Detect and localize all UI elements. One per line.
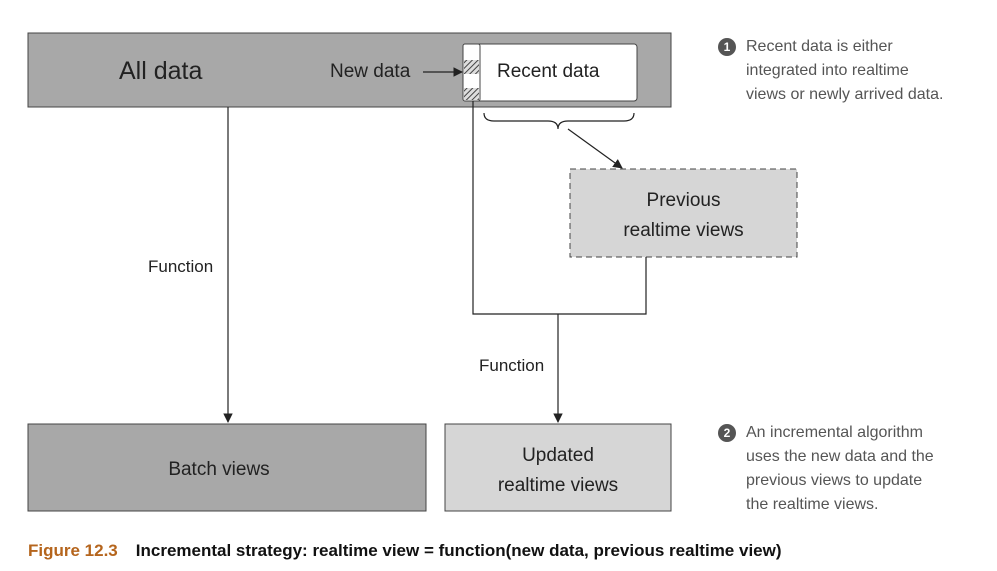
previous-realtime-views-line-1: Previous [646,190,721,211]
updated-realtime-views-line-1: Updated [522,445,594,466]
note-1-number-badge: 1 [718,38,736,56]
updated-realtime-views-label: Updated realtime views [445,441,671,501]
note-2-line-2: uses the new data and the [746,448,934,465]
function-realtime-label: Function [479,356,545,375]
note-1-line-1: Recent data is either [746,38,893,55]
all-data-label: All data [119,57,203,85]
batch-views-box [27,423,427,512]
updated-realtime-views-line-2: realtime views [497,475,619,496]
note-2-line-1: An incremental algorithm [746,424,923,441]
note-2: 2 An incremental algorithm uses the new … [718,421,988,521]
previous-realtime-views-line-2: realtime views [623,220,744,241]
previous-realtime-views-box [569,168,798,258]
brace-to-previous-arrow [567,128,623,169]
note-1-line-2: integrated into realtime [746,62,909,79]
batch-views-label: Batch views [168,459,270,480]
realtime-connector [472,101,647,315]
updated-realtime-views-box [444,423,672,512]
recent-data-hatch-top [464,60,479,74]
figure-caption: Figure 12.3 Incremental strategy: realtim… [28,541,782,561]
note-2-line-4: the realtime views. [746,496,879,513]
note-1-line-3: views or newly arrived data. [746,86,944,103]
function-batch-label: Function [148,257,214,276]
recent-data-label: Recent data [497,61,600,82]
previous-realtime-views-label: Previous realtime views [570,186,797,246]
caption-figure-number: Figure 12.3 [28,541,118,560]
note-2-number-badge: 2 [718,424,736,442]
note-2-line-3: previous views to update [746,472,923,489]
recent-data-brace [483,112,635,130]
note-1: 1 Recent data is either integrated into … [718,35,988,115]
recent-data-hatch-bottom [464,88,479,100]
caption-text: Incremental strategy: realtime view = fu… [135,541,782,560]
new-data-label: New data [330,61,411,82]
